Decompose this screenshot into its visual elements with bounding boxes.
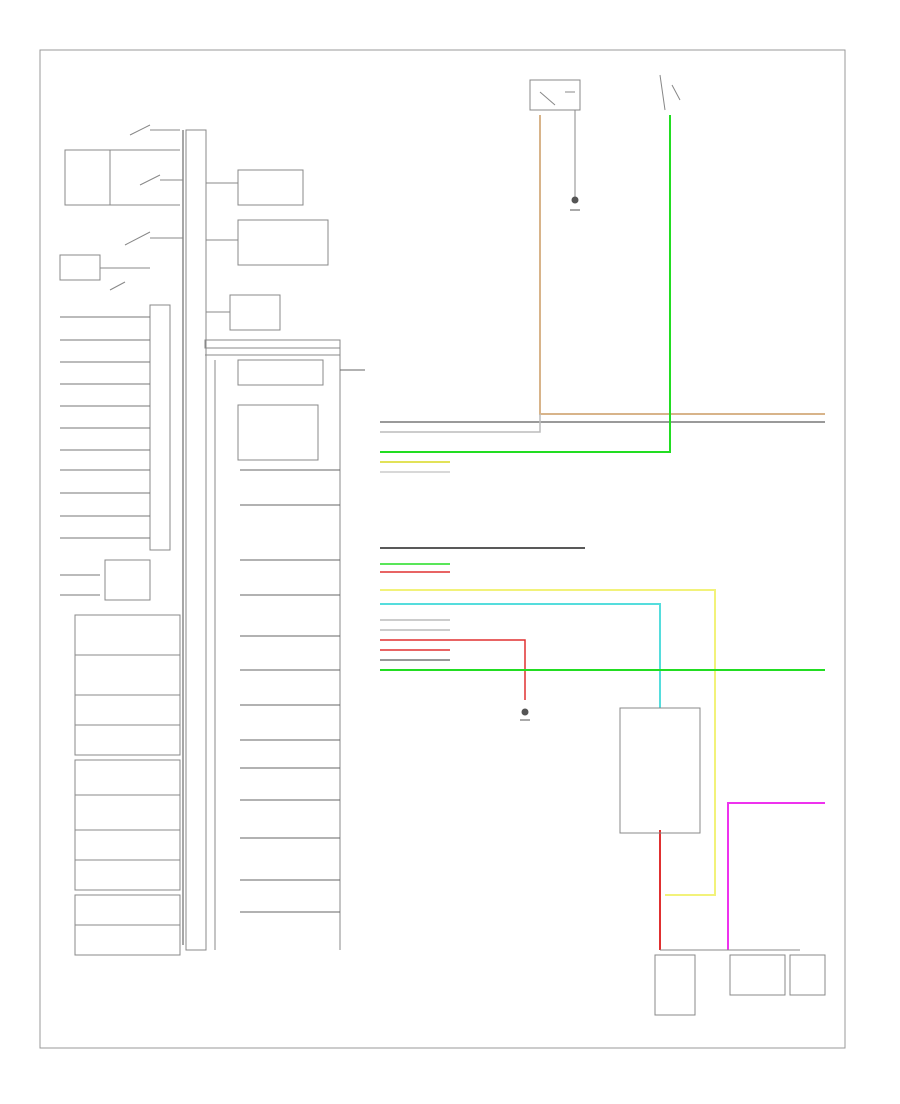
- middle-lamp-taps: [240, 369, 365, 913]
- yellow-wire: [380, 589, 716, 896]
- cluster-bus: [149, 129, 207, 951]
- diagram-frame: [39, 49, 846, 1049]
- ground-symbols: [520, 196, 580, 721]
- top-right-switches: [529, 74, 681, 200]
- bus-stubs: [380, 461, 450, 661]
- wires: [380, 115, 825, 950]
- red-wire: [380, 639, 526, 700]
- green-wire-upper: [380, 115, 671, 453]
- cyan-wire: [380, 603, 661, 708]
- left-module-boxes: [74, 614, 181, 956]
- magenta-wire: [727, 802, 825, 950]
- left-top-components: [59, 124, 183, 601]
- middle-components: [204, 169, 341, 950]
- tan-wire: [539, 115, 825, 415]
- fuel-sender-unit: [619, 707, 826, 1016]
- left-signal-lines: [60, 316, 150, 596]
